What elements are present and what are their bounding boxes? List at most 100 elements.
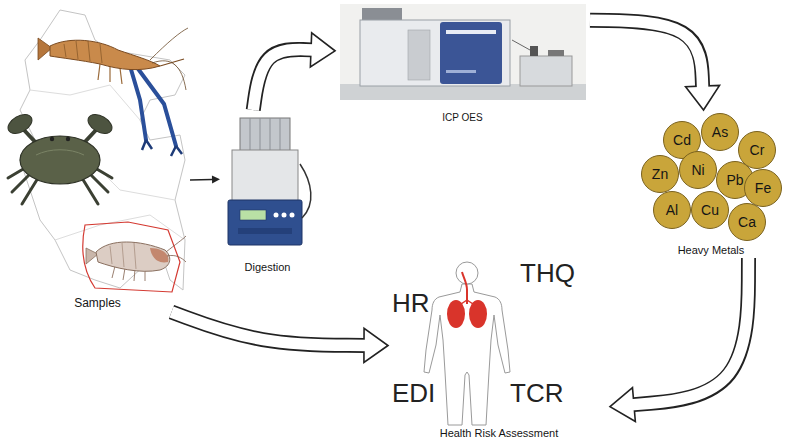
map-outline [30, 85, 140, 120]
digestion-device [300, 164, 311, 218]
digestion-device [290, 213, 295, 218]
metal-circle: Cu [691, 191, 729, 229]
metal-symbol: Ca [738, 214, 756, 230]
digestion-device [228, 200, 302, 245]
risk-index: EDI [392, 378, 435, 408]
icp-instrument [362, 8, 402, 20]
metal-symbol: Fe [755, 180, 771, 196]
metal-symbol: As [712, 124, 728, 140]
flow-arrow [310, 33, 335, 67]
icp-instrument [360, 20, 510, 86]
flow-arrow [364, 328, 388, 362]
icp-instrument [520, 56, 572, 86]
flow-arrow [172, 312, 368, 345]
prawn-picture [142, 140, 182, 156]
icp-instrument [446, 70, 476, 73]
flow-arrow [172, 312, 389, 362]
shrimp-picture [96, 242, 170, 271]
icp-instrument [340, 4, 586, 100]
instrument-panel: ICP OES [335, 2, 590, 124]
crab-picture [66, 137, 70, 141]
prawn-picture [50, 40, 160, 69]
region-outline [83, 222, 180, 292]
icp-instrument [530, 46, 538, 56]
stage-label: Digestion [245, 261, 291, 275]
metal-circle: Ca [728, 203, 766, 241]
region-outline [83, 222, 180, 292]
crab-picture [50, 137, 54, 141]
stage-label: ICP OES [442, 112, 482, 125]
crab-picture [36, 150, 84, 155]
digestion-device [250, 118, 280, 152]
flow-arrow [190, 179, 212, 181]
icp-instrument [548, 50, 564, 56]
risk-index: HR [392, 288, 430, 318]
human-figure [456, 262, 478, 284]
metal-circle: Ni [679, 151, 717, 189]
crab-picture [5, 111, 116, 204]
metal-cluster: Cd AsCrZn NiPbFeAl CuCaHeavy Metals [636, 110, 786, 258]
metal-symbol: Cu [701, 202, 719, 218]
map-outline [20, 10, 185, 290]
metal-circle: As [701, 113, 739, 151]
metal-symbol: Ni [691, 162, 704, 178]
metal-symbol: Zn [652, 166, 668, 182]
icp-instrument [440, 22, 502, 84]
flow-arrow [590, 20, 720, 110]
human-figure [424, 284, 510, 425]
shrimp-picture [110, 243, 136, 269]
sample-panel: Samples [5, 5, 190, 312]
prawn-picture [150, 28, 188, 60]
metal-symbol: Cr [750, 142, 765, 158]
metal-circle: Al [653, 191, 691, 229]
stage-label: Samples [74, 297, 121, 312]
human-figure [469, 300, 487, 328]
crab-picture [5, 111, 36, 138]
digestion-device [240, 118, 290, 152]
stage-label: Health Risk Assessment [440, 427, 559, 441]
risk-index: THQ [520, 258, 575, 288]
metal-symbol: Al [666, 202, 678, 218]
shrimp-picture [86, 248, 98, 264]
metal-circle: Zn [641, 155, 679, 193]
stage-label: Heavy Metals [678, 244, 745, 258]
icp-instrument [446, 30, 496, 34]
prawn-picture [136, 66, 176, 146]
human-figure [447, 300, 465, 328]
crab-picture [20, 136, 100, 184]
flow-arrow [590, 20, 703, 89]
metal-circle: Fe [744, 169, 782, 207]
prawn-picture [64, 41, 102, 63]
flow-arrow [686, 85, 720, 110]
map-outline [20, 10, 185, 290]
human-figure [462, 272, 467, 304]
digestion-device [240, 210, 266, 220]
shrimp-picture [86, 236, 186, 281]
icp-instrument [408, 30, 430, 80]
flow-arrow [634, 258, 749, 405]
icp-instrument [340, 4, 586, 100]
device-panel: Digestion [220, 110, 315, 275]
map-outline [55, 215, 185, 240]
flow-arrow [212, 175, 220, 183]
flow-arrow [610, 258, 749, 422]
digestion-device [228, 118, 311, 245]
digestion-device [238, 228, 292, 234]
human-panel: Health Risk Assessment [388, 250, 610, 441]
digestion-device [232, 150, 298, 202]
flow-arrow [253, 50, 314, 110]
flow-arrow [631, 258, 749, 405]
flow-arrow [253, 33, 335, 110]
metal-symbol: Pb [726, 172, 743, 188]
prawn-picture [152, 61, 186, 90]
human-figure [424, 262, 510, 425]
crab-picture [85, 111, 116, 138]
shrimp-picture [150, 248, 168, 262]
risk-index: TCR [510, 378, 563, 408]
metal-symbol: Cd [673, 132, 691, 148]
digestion-device [282, 213, 287, 218]
shrimp-picture [166, 236, 186, 262]
icp-instrument [512, 40, 530, 50]
digestion-device [274, 213, 279, 218]
